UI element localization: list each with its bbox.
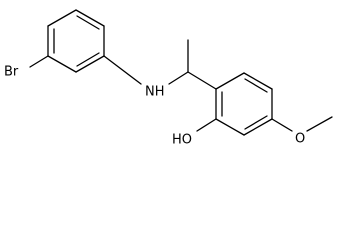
ring-bond (75, 9, 105, 27)
ring-double-bond (244, 78, 268, 93)
ring-double-bond (244, 115, 268, 130)
nh-to-ch-bond (168, 71, 189, 85)
ring-bond (243, 118, 273, 136)
ring-double-bond (76, 52, 100, 67)
methoxy-bond (271, 118, 293, 132)
hydroxyl-label: HO (172, 133, 192, 148)
amine-label: NH (145, 85, 165, 100)
ring-bond (47, 9, 77, 27)
ring-bond (243, 72, 273, 90)
chemical-structure-diagram: Br NH HO O (4, 9, 333, 148)
phenol-ring (215, 72, 273, 136)
methoxy-oxygen-label: O (295, 132, 305, 147)
ring-bond (75, 55, 105, 73)
ch-to-ring-bond (187, 71, 217, 90)
ring-double-bond (76, 15, 100, 30)
ring-to-nh-bond (103, 55, 142, 85)
bromine-bond (29, 55, 49, 68)
bromophenyl-ring (47, 9, 105, 73)
hydroxyl-bond (196, 118, 217, 132)
methoxy-methyl-bond (306, 116, 333, 132)
ring-bond (215, 118, 245, 136)
ring-bond (47, 55, 77, 73)
bromine-label: Br (4, 65, 19, 80)
ring-bond (215, 72, 245, 90)
